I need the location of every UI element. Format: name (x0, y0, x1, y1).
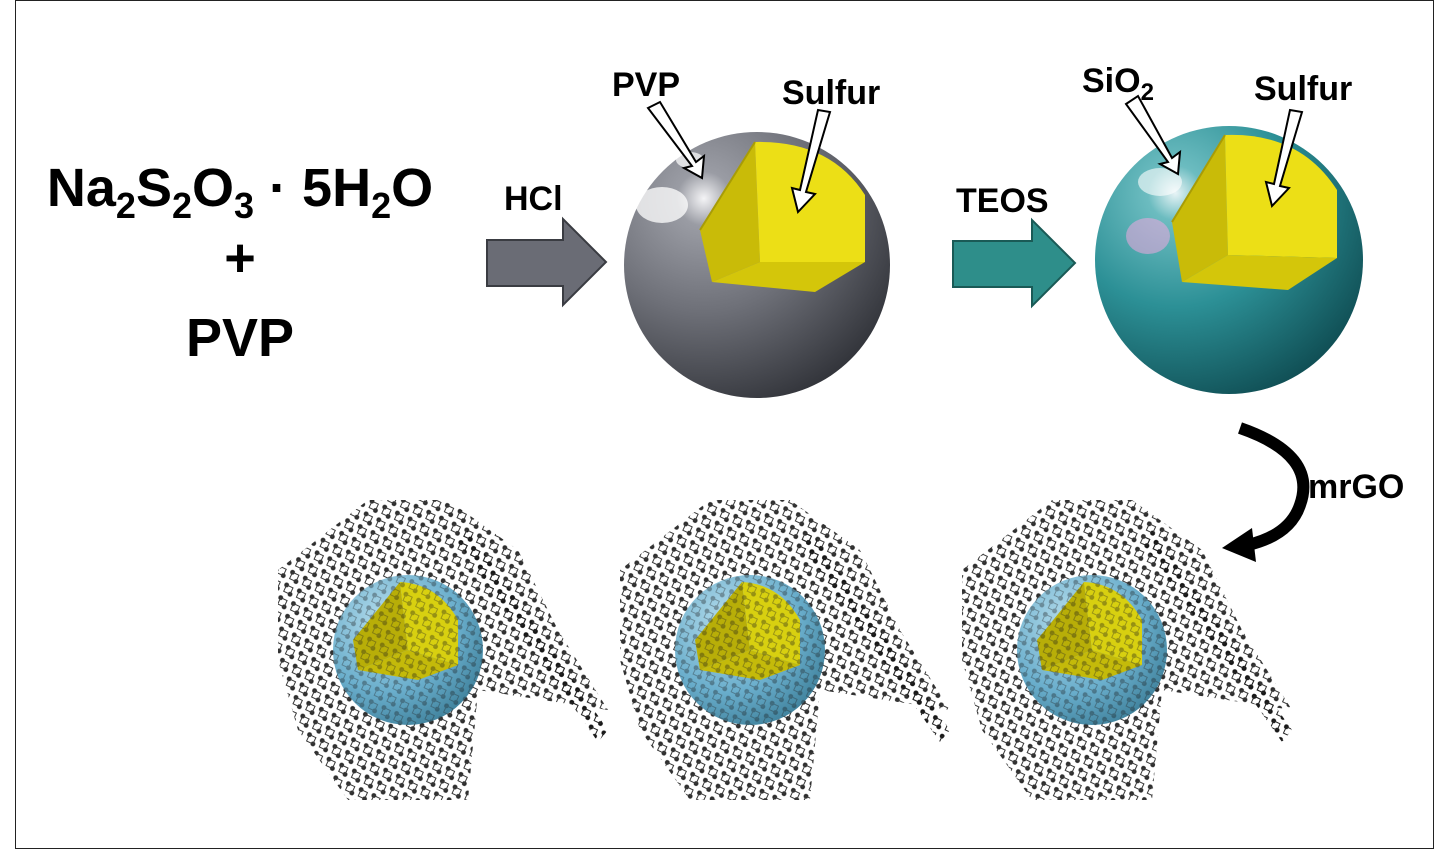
graphene-strip (458, 530, 608, 742)
sulfur-core-label-2: Sulfur (1254, 70, 1353, 108)
silica-coated-sulfur-particle (1095, 126, 1363, 394)
reactant-pvp: PVP (185, 308, 295, 368)
reagent-hcl-label: HCl (504, 180, 563, 218)
pvp-pointer-arrow (646, 100, 706, 180)
sulfur-pointer-arrow-1 (790, 108, 832, 215)
pvp-coated-sulfur-particle (624, 132, 890, 398)
reagent-teos-label: TEOS (956, 182, 1049, 220)
wrapped-particle-1 (278, 500, 608, 800)
graphene-strip (800, 530, 950, 742)
reaction-arrow-teos (952, 217, 1077, 309)
sulfur-core-label-1: Sulfur (782, 74, 881, 112)
sio2-pointer-arrow (1124, 94, 1182, 176)
plus-sign: + (224, 228, 256, 288)
sulfur-pointer-arrow-2 (1264, 108, 1304, 209)
graphene-strip (1142, 530, 1292, 742)
wrapped-particle-3 (962, 500, 1292, 800)
pvp-shell-label: PVP (612, 66, 681, 104)
reaction-arrow-hcl (486, 216, 608, 308)
graphene-overlay (333, 575, 483, 725)
reagent-mrgo-label: mrGO (1308, 468, 1405, 506)
graphene-wrapped-particles (278, 500, 1292, 800)
graphene-overlay (675, 575, 825, 725)
mrgo-curved-arrow (1222, 422, 1310, 562)
sio2-shell-label: SiO2 (1082, 62, 1154, 106)
wrapped-particle-2 (620, 500, 950, 800)
reactant-formula: Na2S2O3 · 5H2O (46, 158, 434, 226)
figure-frame (15, 0, 1434, 849)
graphene-overlay (1017, 575, 1167, 725)
